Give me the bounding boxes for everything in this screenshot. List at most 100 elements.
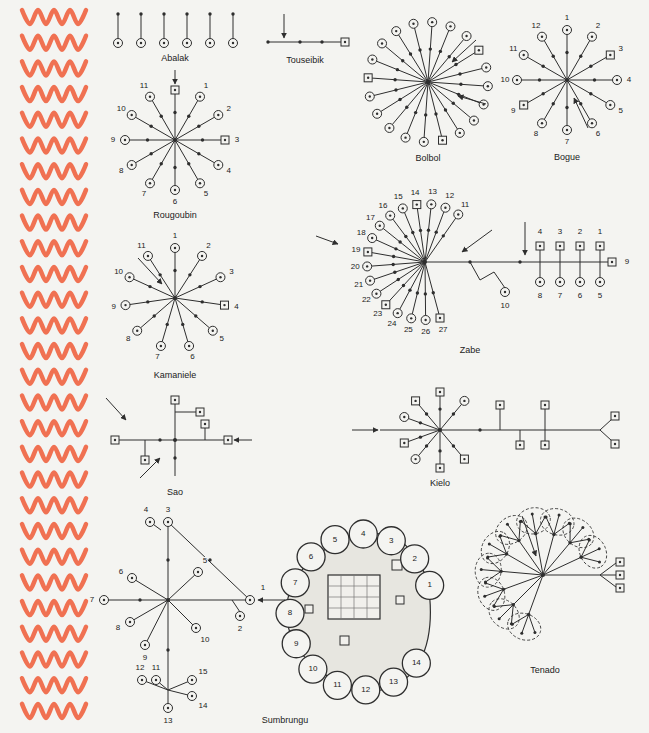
path-dot xyxy=(559,245,561,247)
path-dot xyxy=(589,92,592,95)
path-dot xyxy=(173,166,176,169)
path-line xyxy=(542,80,567,123)
dwelling-number: 9 xyxy=(510,107,516,115)
granary-symbol xyxy=(341,38,349,46)
lineage-enclosure xyxy=(476,526,516,568)
path-dot xyxy=(402,284,405,287)
dwelling-symbol xyxy=(196,179,205,188)
path-dot xyxy=(480,568,483,571)
path-dot xyxy=(619,587,621,589)
dwelling-symbol xyxy=(229,39,238,48)
dwelling-number: 13 xyxy=(163,717,174,725)
dwelling-number: 6 xyxy=(308,553,314,561)
path-dot xyxy=(419,435,422,438)
path-dot xyxy=(147,255,149,257)
path-line xyxy=(141,14,142,38)
decorative-zigzag xyxy=(22,318,86,332)
dwelling-number: 9 xyxy=(142,654,148,662)
dwelling-number: 11 xyxy=(332,681,342,689)
path-line xyxy=(132,115,175,140)
path-dot xyxy=(187,114,190,117)
dwelling-symbol xyxy=(596,278,605,287)
settlement-name: Sumbrungu xyxy=(261,716,310,725)
path-dot xyxy=(569,522,572,525)
dwelling-symbol xyxy=(519,51,528,60)
path-line xyxy=(396,31,428,82)
path-dot xyxy=(435,230,438,233)
decorative-zigzag xyxy=(22,653,86,667)
dwelling-number: 14 xyxy=(198,702,209,710)
decorative-zigzag xyxy=(22,10,86,24)
dwelling-number: 11 xyxy=(508,45,518,53)
path-dot xyxy=(146,300,149,303)
dwelling-symbol xyxy=(375,221,384,230)
dwelling-symbol xyxy=(482,63,491,72)
path-line xyxy=(168,600,196,628)
path-line xyxy=(132,140,175,165)
path-dot xyxy=(434,112,437,115)
path-line xyxy=(425,262,440,318)
path-line xyxy=(567,55,610,80)
path-dot xyxy=(598,560,601,563)
path-dot xyxy=(160,114,163,117)
path-dot xyxy=(457,93,460,96)
dwelling-number: 15 xyxy=(393,193,404,201)
path-line xyxy=(175,140,176,190)
path-dot xyxy=(158,273,161,276)
dwelling-number: 9 xyxy=(624,258,630,266)
path-line xyxy=(545,430,546,441)
dwelling-number: 10 xyxy=(500,76,511,84)
path-dot xyxy=(599,281,601,283)
path-dot xyxy=(405,106,408,109)
dwelling-number: 4 xyxy=(537,228,543,236)
dwelling-number: 6 xyxy=(189,353,195,361)
path-dot xyxy=(499,404,501,406)
dwelling-number: 2 xyxy=(595,22,601,30)
lineage-enclosure xyxy=(557,512,600,554)
path-dot xyxy=(493,605,496,608)
path-line xyxy=(543,543,570,575)
decorative-zigzag xyxy=(22,678,86,692)
path-dot xyxy=(552,54,555,57)
dwelling-number: 23 xyxy=(372,310,383,318)
dwelling-number: 1 xyxy=(172,232,178,240)
path-line xyxy=(150,140,175,183)
path-dot xyxy=(619,574,621,576)
path-line xyxy=(600,575,616,576)
dwelling-number: 1 xyxy=(564,14,570,22)
path-dot xyxy=(173,111,176,114)
path-dot xyxy=(598,547,601,550)
path-line xyxy=(536,517,545,534)
dwelling-number: 5 xyxy=(203,190,209,198)
path-dot xyxy=(149,125,152,128)
path-dot xyxy=(398,240,401,243)
entry-arrow xyxy=(138,258,162,284)
round-room xyxy=(281,569,309,597)
path-dot xyxy=(519,444,521,446)
dwelling-symbol xyxy=(194,568,203,577)
granary-symbol xyxy=(436,464,444,472)
path-dot xyxy=(232,42,234,44)
path-dot xyxy=(131,577,133,579)
path-dot xyxy=(488,543,491,546)
path-dot xyxy=(579,281,581,283)
entry-arrow xyxy=(175,70,176,84)
dwelling-symbol xyxy=(409,19,418,28)
path-line xyxy=(560,250,561,262)
path-dot xyxy=(174,399,176,401)
dwelling-symbol xyxy=(125,273,134,282)
path-line xyxy=(569,524,570,543)
path-dot xyxy=(367,251,369,253)
path-line xyxy=(581,549,599,557)
path-dot xyxy=(144,459,146,461)
path-dot xyxy=(538,78,541,81)
dwelling-symbol xyxy=(427,200,436,209)
path-line xyxy=(517,80,567,81)
path-line xyxy=(488,554,507,557)
path-dot xyxy=(201,138,204,141)
path-dot xyxy=(568,522,571,525)
path-dot xyxy=(444,108,447,111)
path-line xyxy=(600,262,601,277)
path-dot xyxy=(388,127,390,129)
path-dot xyxy=(379,224,381,226)
